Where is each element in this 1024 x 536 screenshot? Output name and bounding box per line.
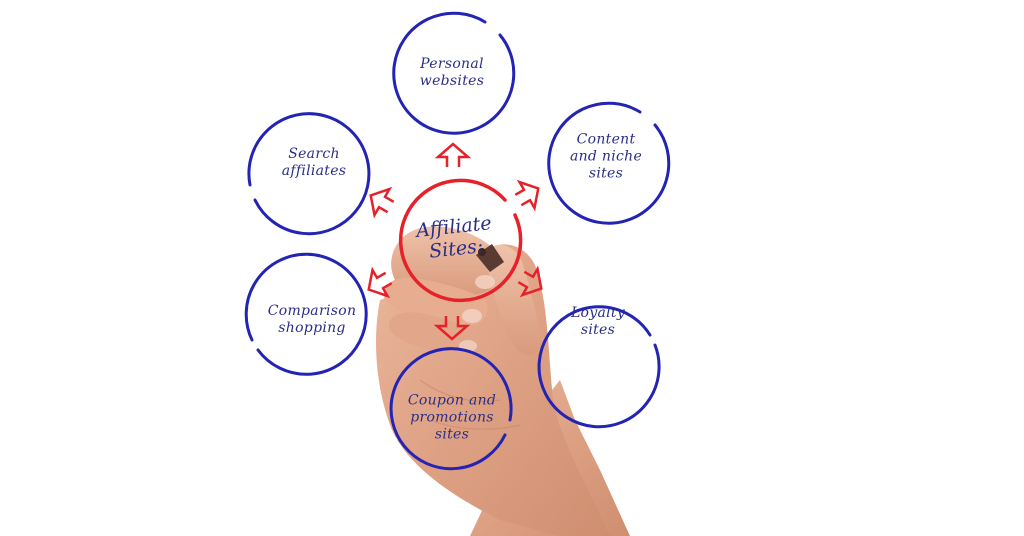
arrow-down-left-icon bbox=[367, 266, 393, 299]
node-circle-coupon-promotions-sites bbox=[389, 347, 513, 471]
node-circle-content-niche-sites bbox=[547, 101, 671, 225]
center-label: Affiliate Sites: bbox=[415, 212, 493, 263]
node-label-loyalty-sites: Loyalty sites bbox=[570, 305, 626, 338]
node-label-personal-websites: Personal websites bbox=[419, 56, 485, 89]
node-label-content-niche-sites: Content and niche sites bbox=[569, 131, 643, 182]
arrow-up-icon bbox=[434, 142, 472, 167]
node-label-comparison-shopping: Comparison shopping bbox=[267, 303, 357, 336]
arrow-up-left-icon bbox=[369, 186, 395, 219]
node-circle-search-affiliates bbox=[247, 112, 371, 236]
arrow-up-right-icon bbox=[514, 179, 540, 212]
node-label-search-affiliates: Search affiliates bbox=[281, 146, 347, 179]
node-label-coupon-promotions-sites: Coupon and promotions sites bbox=[407, 392, 497, 443]
node-circle-loyalty-sites bbox=[537, 305, 661, 429]
center-circle bbox=[398, 178, 523, 303]
arrow-down-right-icon bbox=[517, 265, 543, 298]
node-circle-personal-websites bbox=[392, 11, 516, 135]
node-circle-comparison-shopping bbox=[244, 252, 368, 376]
arrow-down-icon bbox=[433, 316, 471, 341]
